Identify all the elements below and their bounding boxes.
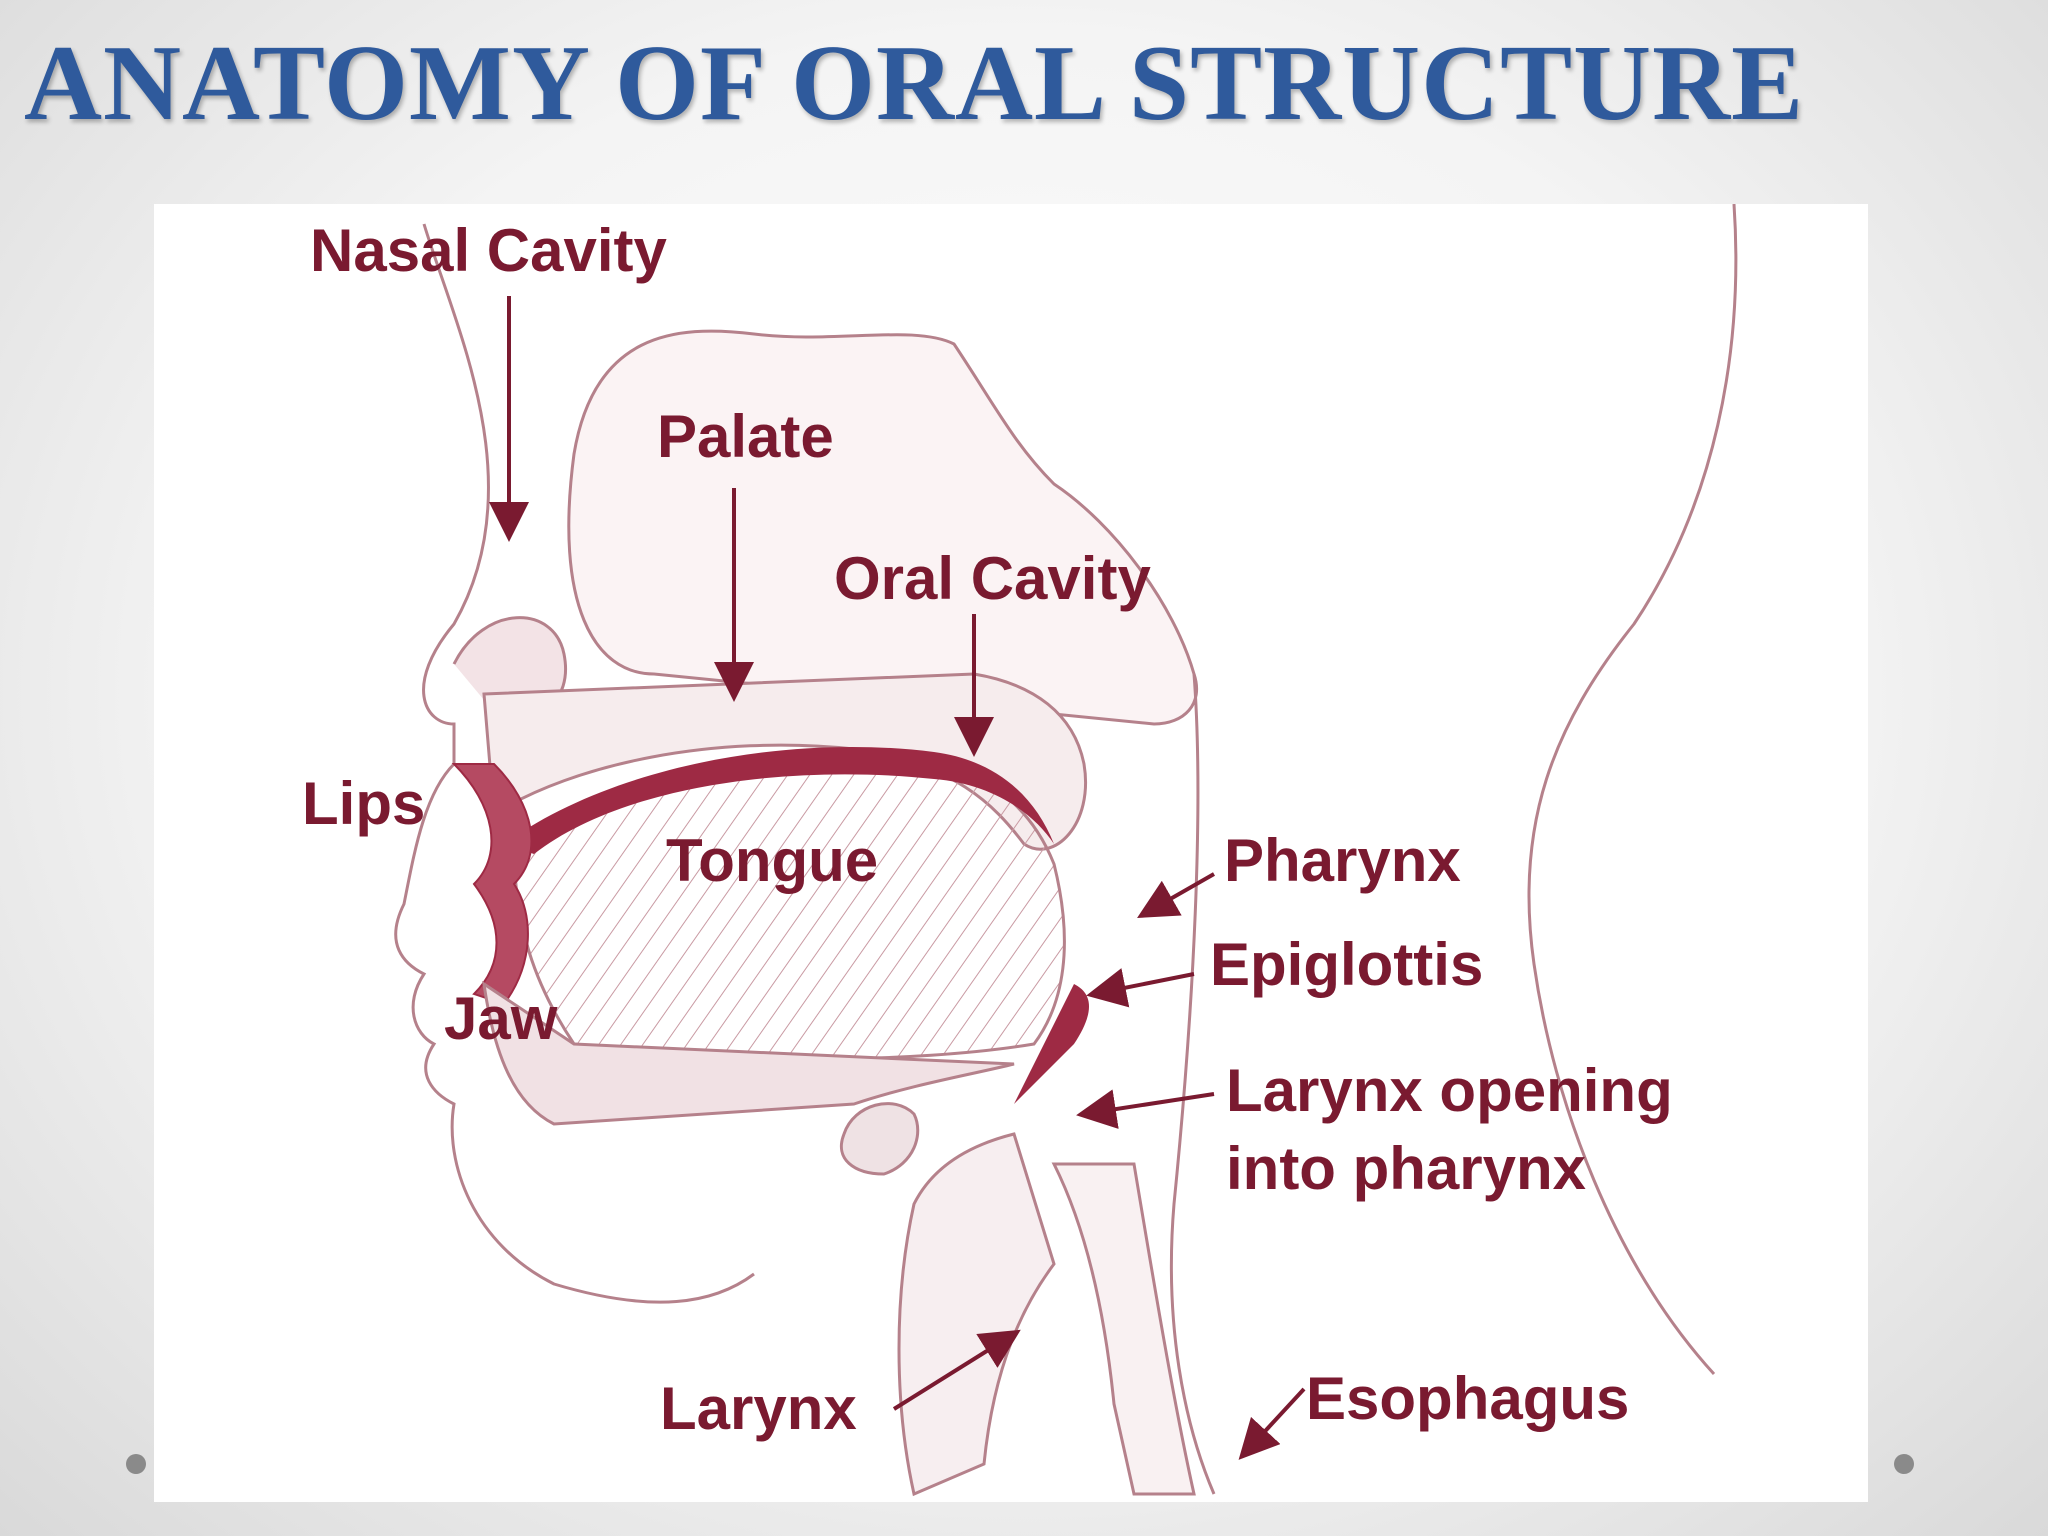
slide-nav-dot-left — [126, 1454, 146, 1474]
slide-nav-dot-right — [1894, 1454, 1914, 1474]
arrow-pharynx — [1137, 872, 1215, 918]
label-pharynx: Pharynx — [1224, 827, 1461, 894]
nasal-cavity-outline — [567, 329, 1199, 726]
arrow-esophagus — [1238, 1387, 1306, 1460]
label-larynx: Larynx — [660, 1375, 857, 1442]
larynx-shape — [897, 1132, 1056, 1497]
label-jaw: Jaw — [444, 985, 558, 1052]
neck-back-outline — [1527, 204, 1738, 1376]
face-profile-outline — [394, 223, 755, 1304]
label-lips: Lips — [302, 770, 426, 837]
hyoid-bone — [839, 1102, 920, 1176]
label-esophagus: Esophagus — [1306, 1365, 1630, 1432]
label-epiglottis: Epiglottis — [1210, 931, 1484, 998]
arrow-larynx — [892, 1329, 1021, 1411]
pharynx-wall-outline — [1169, 673, 1216, 1495]
arrow-epiglottis — [1086, 968, 1195, 1008]
jaw-shape — [482, 980, 1015, 1126]
epiglottis-shape — [1014, 984, 1089, 1104]
slide-title: ANATOMY OF ORAL STRUCTURE — [24, 24, 1805, 143]
esophagus-shape — [1051, 1162, 1196, 1496]
arrow-larynx-opening — [1076, 1089, 1215, 1129]
label-palate: Palate — [657, 403, 834, 470]
label-tongue: Tongue — [666, 827, 879, 894]
label-larynx-opening-line1: Larynx opening — [1226, 1057, 1673, 1124]
label-nasal-cavity: Nasal Cavity — [310, 217, 667, 284]
label-oral-cavity: Oral Cavity — [834, 545, 1151, 612]
oral-anatomy-diagram: Nasal Cavity Palate Oral Cavity Lips Ton… — [154, 204, 1868, 1502]
label-larynx-opening-line2: into pharynx — [1226, 1135, 1587, 1202]
anatomy-illustration — [394, 204, 1738, 1497]
oral-cavity-band — [504, 746, 1054, 854]
